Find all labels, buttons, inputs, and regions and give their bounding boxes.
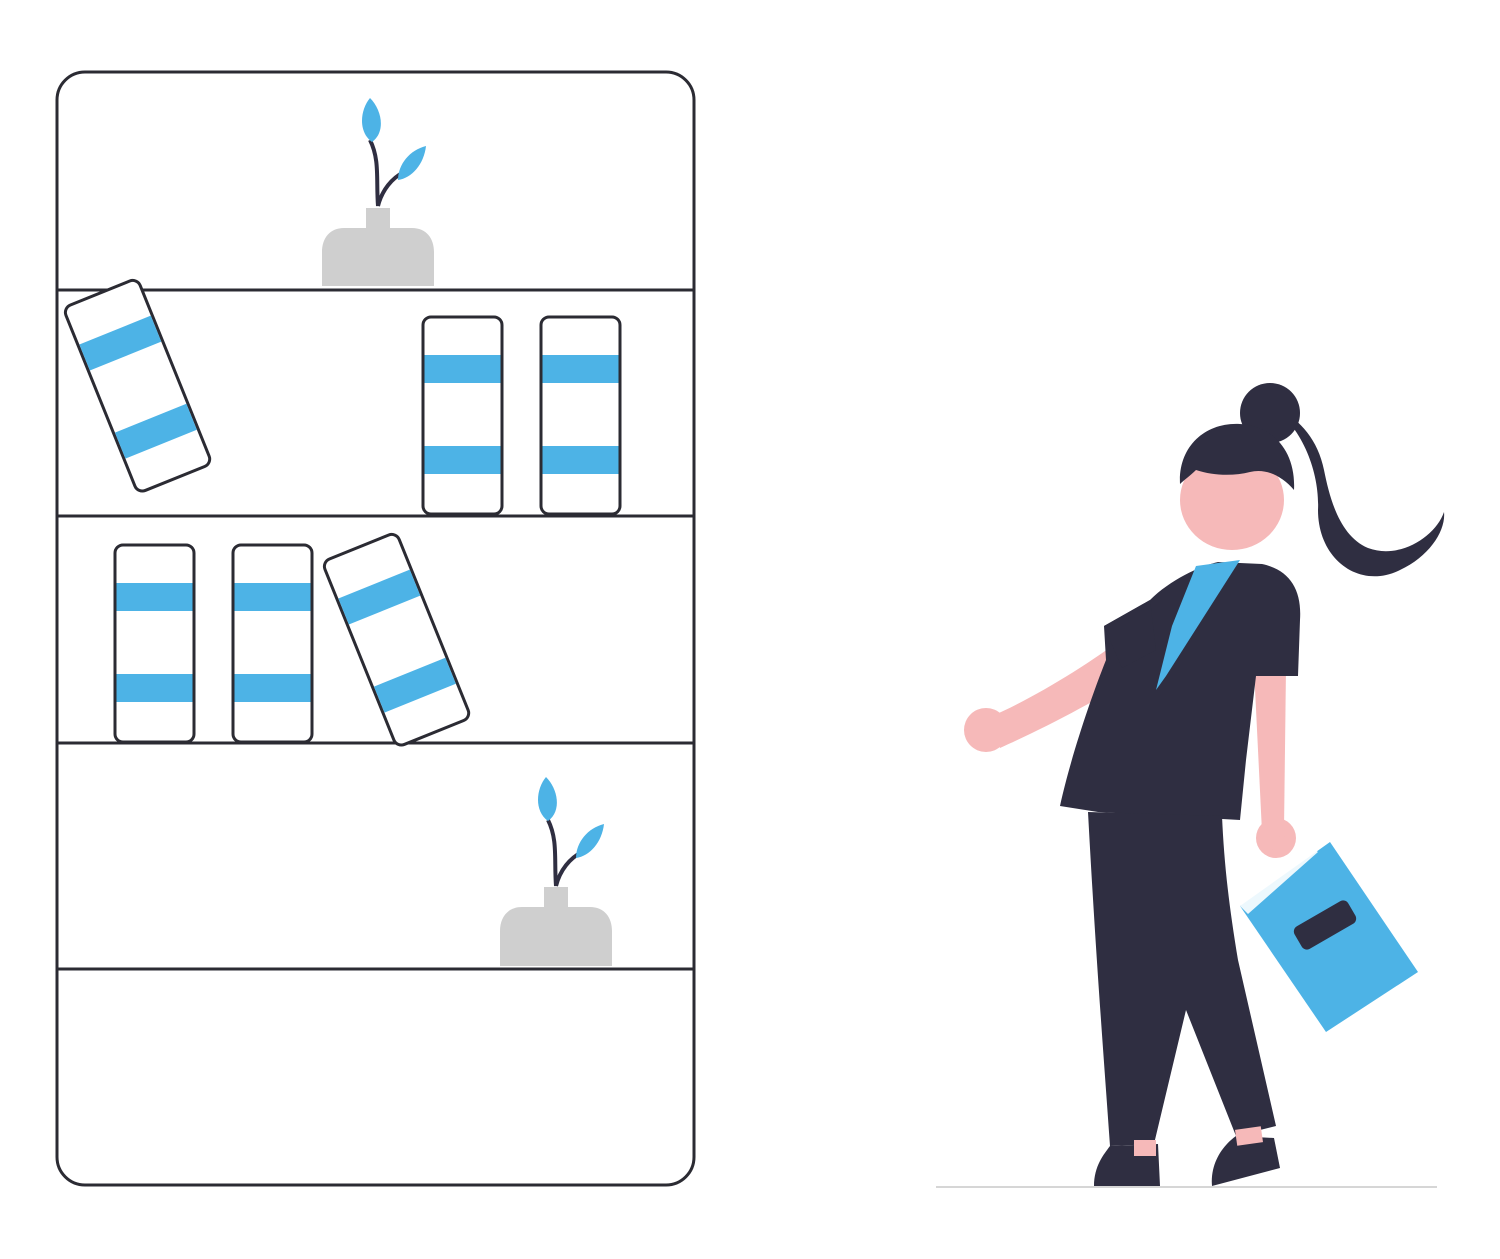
book-spine <box>1240 844 1318 914</box>
pants <box>1088 812 1276 1146</box>
ankle-left <box>1134 1140 1156 1156</box>
backpack-strap-icon <box>1156 560 1240 690</box>
book-icon <box>322 532 471 747</box>
book-band <box>114 403 197 459</box>
book-band <box>116 583 193 611</box>
book-label <box>1293 900 1357 950</box>
head <box>1180 450 1284 550</box>
held-book <box>1240 842 1418 1032</box>
book-icon <box>539 315 622 516</box>
vase-icon <box>322 208 434 286</box>
book-band <box>542 446 619 474</box>
book-upright <box>421 315 504 516</box>
book-band <box>79 315 162 371</box>
arm-right <box>1254 668 1286 832</box>
book-tilted-left <box>63 278 212 493</box>
vase-icon <box>500 887 612 966</box>
person <box>936 383 1445 1188</box>
plant-vase-bottom <box>500 777 612 966</box>
leaf-icon <box>398 146 426 180</box>
book-upright <box>231 543 314 744</box>
book-band <box>424 355 501 383</box>
plant-vase-top <box>322 98 434 286</box>
leaf-icon <box>362 98 381 142</box>
hand-left <box>964 708 1008 752</box>
book-band <box>542 355 619 383</box>
bookshelf-frame <box>55 70 696 1187</box>
leaf-icon <box>576 824 604 858</box>
book-tilted-right <box>322 532 471 747</box>
bookshelf <box>55 70 696 1187</box>
book-icon <box>113 543 196 744</box>
book-icon <box>231 543 314 744</box>
book-upright <box>539 315 622 516</box>
book-band <box>116 674 193 702</box>
book-upright <box>113 543 196 744</box>
book-icon <box>421 315 504 516</box>
arm-left <box>992 634 1140 748</box>
book-icon <box>63 278 212 493</box>
ankle-right <box>1235 1126 1263 1146</box>
leaf-icon <box>538 777 557 821</box>
book-band <box>338 569 421 625</box>
book-band <box>234 674 311 702</box>
shirt-sleeve-left <box>1104 600 1156 668</box>
book-band <box>234 583 311 611</box>
hair <box>1179 423 1295 490</box>
ponytail-icon <box>1262 400 1445 577</box>
book-band <box>373 657 456 713</box>
book-band <box>424 446 501 474</box>
shoe-right <box>1211 1136 1280 1186</box>
fingers <box>1272 836 1292 856</box>
